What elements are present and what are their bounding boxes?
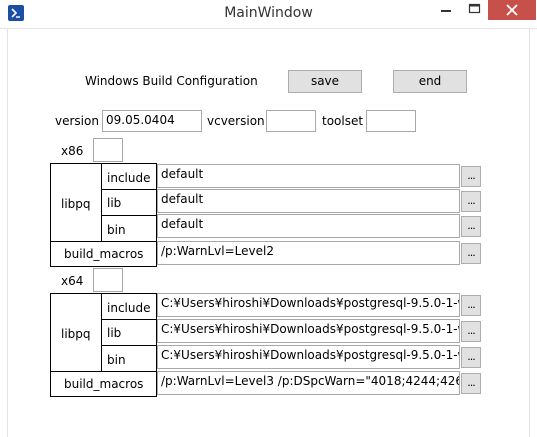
x86-bin-label: bin [107,223,126,237]
close-button[interactable] [488,0,536,20]
x86-build-macros-field[interactable]: /p:WarnLvl=Level2 [157,241,460,265]
x64-bin-browse-button[interactable]: ... [461,347,481,368]
x64-build-macros-browse-button[interactable]: ... [461,373,481,394]
x64-include-label: include [107,301,151,315]
x64-lib-browse-button[interactable]: ... [461,321,481,342]
window-title: MainWindow [224,5,313,21]
x86-field[interactable] [93,138,123,162]
x64-bin-label: bin [107,353,126,367]
x64-group-divider [101,293,102,371]
x86-row-divider [101,189,157,190]
vcversion-field[interactable] [266,110,316,132]
x86-lib-label: lib [107,196,122,210]
x64-row-divider [101,345,157,346]
minimize-button[interactable] [432,0,460,20]
title-bar: MainWindow [0,0,537,29]
version-field[interactable]: 09.05.0404 [102,110,202,132]
x86-row-divider [50,241,157,242]
x86-build-macros-label: build_macros [64,247,144,261]
x86-group-divider [101,163,102,241]
client-area: Windows Build Configuration save end ver… [7,29,530,437]
powershell-app-icon [8,5,24,21]
x64-row-divider [101,319,157,320]
x86-label: x86 [61,144,84,158]
version-label: version [55,114,99,128]
x64-label: x64 [61,274,84,288]
x86-include-browse-button[interactable]: ... [461,166,481,187]
configuration-heading: Windows Build Configuration [85,74,258,88]
maximize-button[interactable] [460,0,488,20]
save-button[interactable]: save [288,70,362,93]
x64-include-field[interactable]: C:¥Users¥hiroshi¥Downloads¥postgresql-9.… [157,293,460,317]
x64-row-divider [50,371,157,372]
end-button[interactable]: end [393,70,467,93]
x64-build-macros-label: build_macros [64,377,144,391]
x86-lib-browse-button[interactable]: ... [461,191,481,212]
x64-lib-field[interactable]: C:¥Users¥hiroshi¥Downloads¥postgresql-9.… [157,319,460,343]
x86-row-divider [101,215,157,216]
toolset-label: toolset [322,114,364,128]
x86-lib-field[interactable]: default [157,189,460,213]
x86-bin-field[interactable]: default [157,214,460,238]
x64-bin-field[interactable]: C:¥Users¥hiroshi¥Downloads¥postgresql-9.… [157,345,460,369]
x64-include-browse-button[interactable]: ... [461,295,481,316]
x86-include-label: include [107,171,151,185]
x86-include-field[interactable]: default [157,164,460,188]
x86-libpq-label: libpq [61,197,91,211]
x64-field[interactable] [93,268,123,292]
x86-bin-browse-button[interactable]: ... [461,216,481,237]
x64-build-macros-field[interactable]: /p:WarnLvl=Level3 /p:DSpcWarn="4018;4244… [157,371,460,395]
x64-libpq-label: libpq [61,327,91,341]
x64-lib-label: lib [107,326,122,340]
toolset-field[interactable] [366,110,416,132]
x86-build-macros-browse-button[interactable]: ... [461,243,481,264]
vcversion-label: vcversion [207,114,265,128]
